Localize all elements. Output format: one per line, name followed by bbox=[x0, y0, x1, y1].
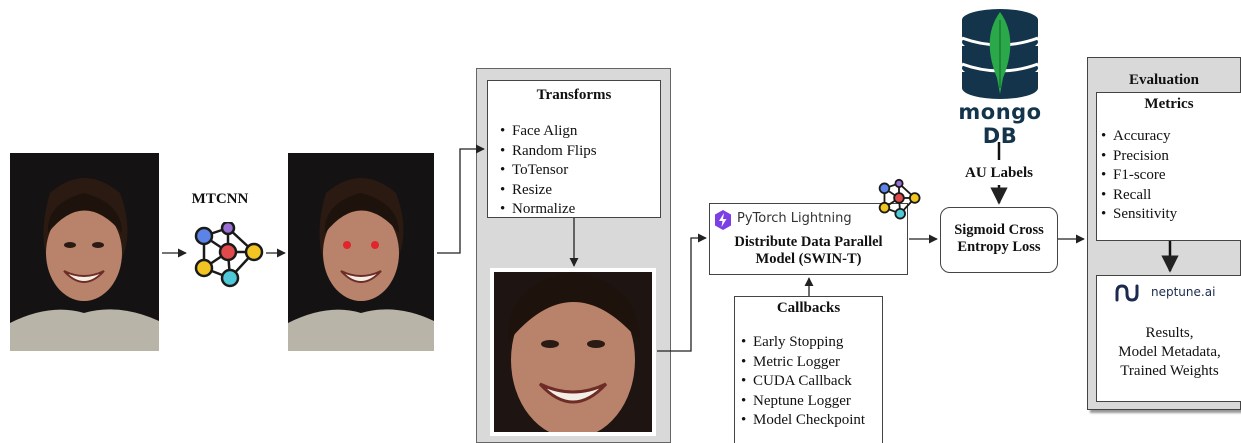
transforms-box: Transforms Face Align Random Flips ToTen… bbox=[487, 80, 661, 218]
callback-item: CUDA Callback bbox=[741, 372, 882, 392]
model-network-icon bbox=[876, 178, 922, 224]
lightning-bolt-icon bbox=[715, 210, 731, 230]
pytorch-lightning-logo: PyTorch Lightning bbox=[714, 210, 864, 230]
metric-item: F1-score bbox=[1101, 166, 1241, 186]
neptune-brand: neptune.ai bbox=[1151, 285, 1216, 299]
callbacks-title: Callbacks bbox=[776, 300, 841, 316]
loss-box: Sigmoid Cross Entropy Loss bbox=[940, 207, 1058, 273]
aligned-face-image bbox=[490, 268, 656, 436]
metrics-box: Metrics Accuracy Precision F1-score Reca… bbox=[1096, 92, 1241, 241]
evaluation-title: Evaluation bbox=[1128, 72, 1200, 88]
neural-network-icon bbox=[190, 220, 266, 292]
callback-item: Early Stopping bbox=[741, 333, 882, 353]
neptune-box: neptune.ai Results, Model Metadata, Trai… bbox=[1096, 275, 1241, 402]
transform-item: Face Align bbox=[500, 122, 660, 142]
detected-face-image bbox=[288, 153, 434, 351]
transform-item: ToTensor bbox=[500, 161, 660, 181]
mtcnn-label: MTCNN bbox=[191, 191, 249, 207]
transforms-title: Transforms bbox=[536, 87, 612, 103]
metric-item: Accuracy bbox=[1101, 127, 1241, 147]
arrow-face-to-transforms bbox=[437, 144, 485, 254]
callbacks-box: Callbacks Early Stopping Metric Logger C… bbox=[734, 296, 883, 443]
pytorch-lightning-brand: PyTorch Lightning bbox=[737, 211, 852, 226]
mongodb-database-icon bbox=[959, 8, 1041, 100]
model-box: PyTorch Lightning Distribute Data Parall… bbox=[709, 203, 908, 275]
au-labels-label: AU Labels bbox=[965, 165, 1033, 181]
input-face-image bbox=[10, 153, 159, 351]
transform-item: Normalize bbox=[500, 200, 660, 220]
loss-line2: Entropy Loss bbox=[957, 239, 1041, 255]
transform-item: Resize bbox=[500, 181, 660, 201]
neptune-wave-icon bbox=[1115, 284, 1139, 302]
neptune-output-line: Trained Weights bbox=[1120, 363, 1219, 379]
model-title-line2: Model (SWIN-T) bbox=[755, 251, 862, 267]
metric-item: Sensitivity bbox=[1101, 205, 1241, 225]
metric-item: Recall bbox=[1101, 186, 1241, 206]
arrow-image-to-model bbox=[657, 233, 707, 352]
callback-item: Model Checkpoint bbox=[741, 411, 882, 431]
neptune-logo: neptune.ai bbox=[1115, 283, 1235, 303]
model-title-line1: Distribute Data Parallel bbox=[734, 234, 883, 250]
callback-item: Metric Logger bbox=[741, 353, 882, 373]
metric-item: Precision bbox=[1101, 147, 1241, 167]
neptune-output-line: Model Metadata, bbox=[1118, 344, 1221, 360]
callback-item: Neptune Logger bbox=[741, 392, 882, 412]
metrics-title: Metrics bbox=[1144, 96, 1194, 112]
loss-line1: Sigmoid Cross bbox=[954, 222, 1044, 238]
neptune-output-line: Results, bbox=[1145, 325, 1194, 341]
transform-item: Random Flips bbox=[500, 142, 660, 162]
